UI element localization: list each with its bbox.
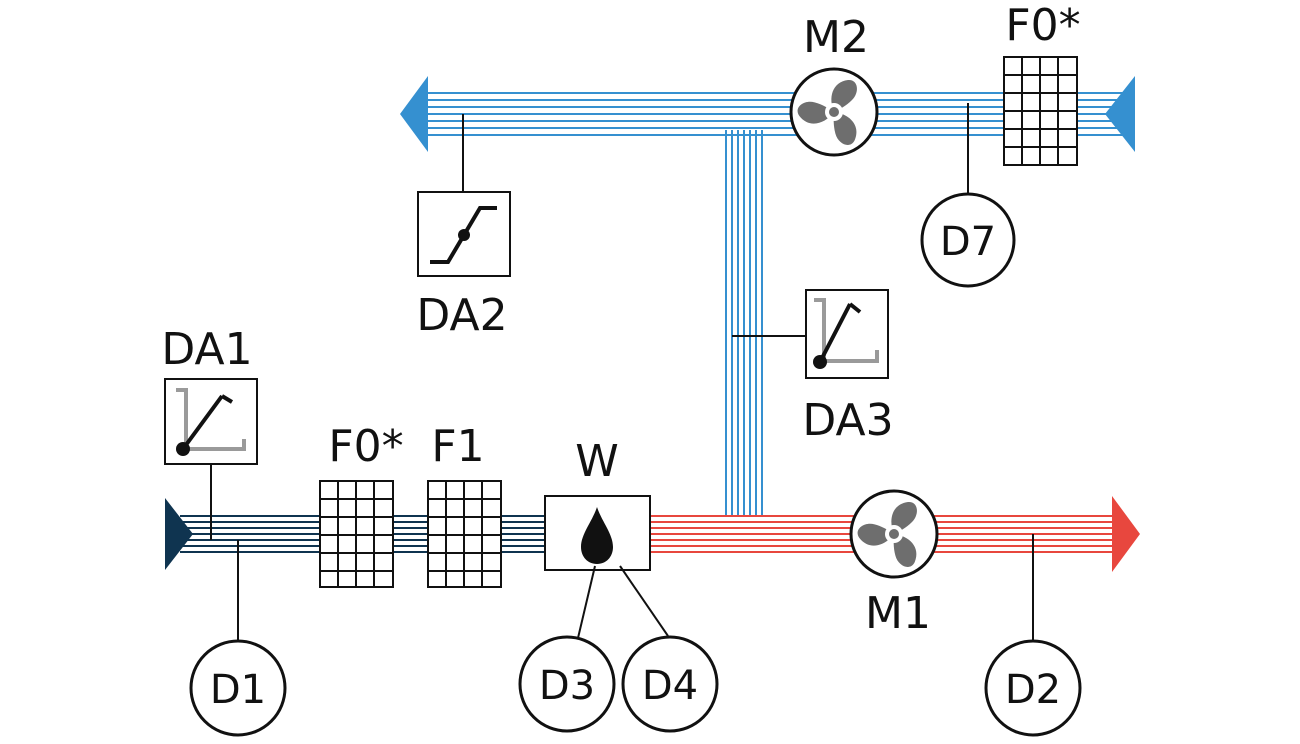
filter-f0-bottom xyxy=(319,480,394,588)
label-d3: D3 xyxy=(539,663,595,709)
sensor-d7: D7 xyxy=(920,103,1016,288)
sensor-circle-icon xyxy=(189,639,287,737)
recirculation-duct xyxy=(725,130,763,517)
sensor-circle-icon xyxy=(621,635,719,733)
sensor-d3: D3 xyxy=(518,565,616,733)
sensor-circle-icon xyxy=(984,639,1082,737)
label-d7: D7 xyxy=(940,219,996,265)
damper-icon xyxy=(176,388,246,456)
heater-w xyxy=(544,495,651,571)
sensor-d1: D1 xyxy=(189,540,287,737)
damper-da2 xyxy=(417,114,511,277)
fan-m1 xyxy=(849,489,939,579)
fan-icon xyxy=(797,79,857,145)
exhaust-duct xyxy=(420,92,1125,136)
filter-grid-icon xyxy=(428,481,501,587)
fan-icon xyxy=(857,501,917,567)
damper-da1 xyxy=(164,378,258,540)
damper-icon xyxy=(430,206,497,264)
label-m1: M1 xyxy=(865,588,931,639)
label-d1: D1 xyxy=(210,667,266,713)
sensor-circle-icon xyxy=(518,635,616,733)
label-d2: D2 xyxy=(1005,667,1061,713)
label-da3: DA3 xyxy=(802,395,893,446)
filter-grid-icon xyxy=(320,481,393,587)
label-f0-bottom: F0* xyxy=(328,421,403,472)
label-da2: DA2 xyxy=(416,290,507,341)
filter-f1 xyxy=(427,480,502,588)
filter-f0-top xyxy=(1003,56,1078,166)
label-m2: M2 xyxy=(803,12,869,63)
label-da1: DA1 xyxy=(161,324,252,375)
label-w: W xyxy=(575,436,619,487)
damper-icon xyxy=(813,298,879,369)
supply-outlet-arrow xyxy=(1112,496,1140,572)
filter-grid-icon xyxy=(1004,57,1077,165)
fan-m2 xyxy=(789,67,879,157)
sensor-circle-icon xyxy=(920,192,1016,288)
intake-inlet-arrow xyxy=(165,498,193,570)
label-f0-top: F0* xyxy=(1005,0,1080,51)
label-d4: D4 xyxy=(642,663,698,709)
label-f1: F1 xyxy=(431,421,484,472)
exhaust-inlet-arrow xyxy=(1105,76,1135,152)
damper-da3 xyxy=(732,289,889,379)
water-drop-icon xyxy=(581,507,613,564)
exhaust-outlet-arrow xyxy=(400,76,428,152)
sensor-d2: D2 xyxy=(984,534,1082,737)
sensor-d4: D4 xyxy=(619,565,719,733)
